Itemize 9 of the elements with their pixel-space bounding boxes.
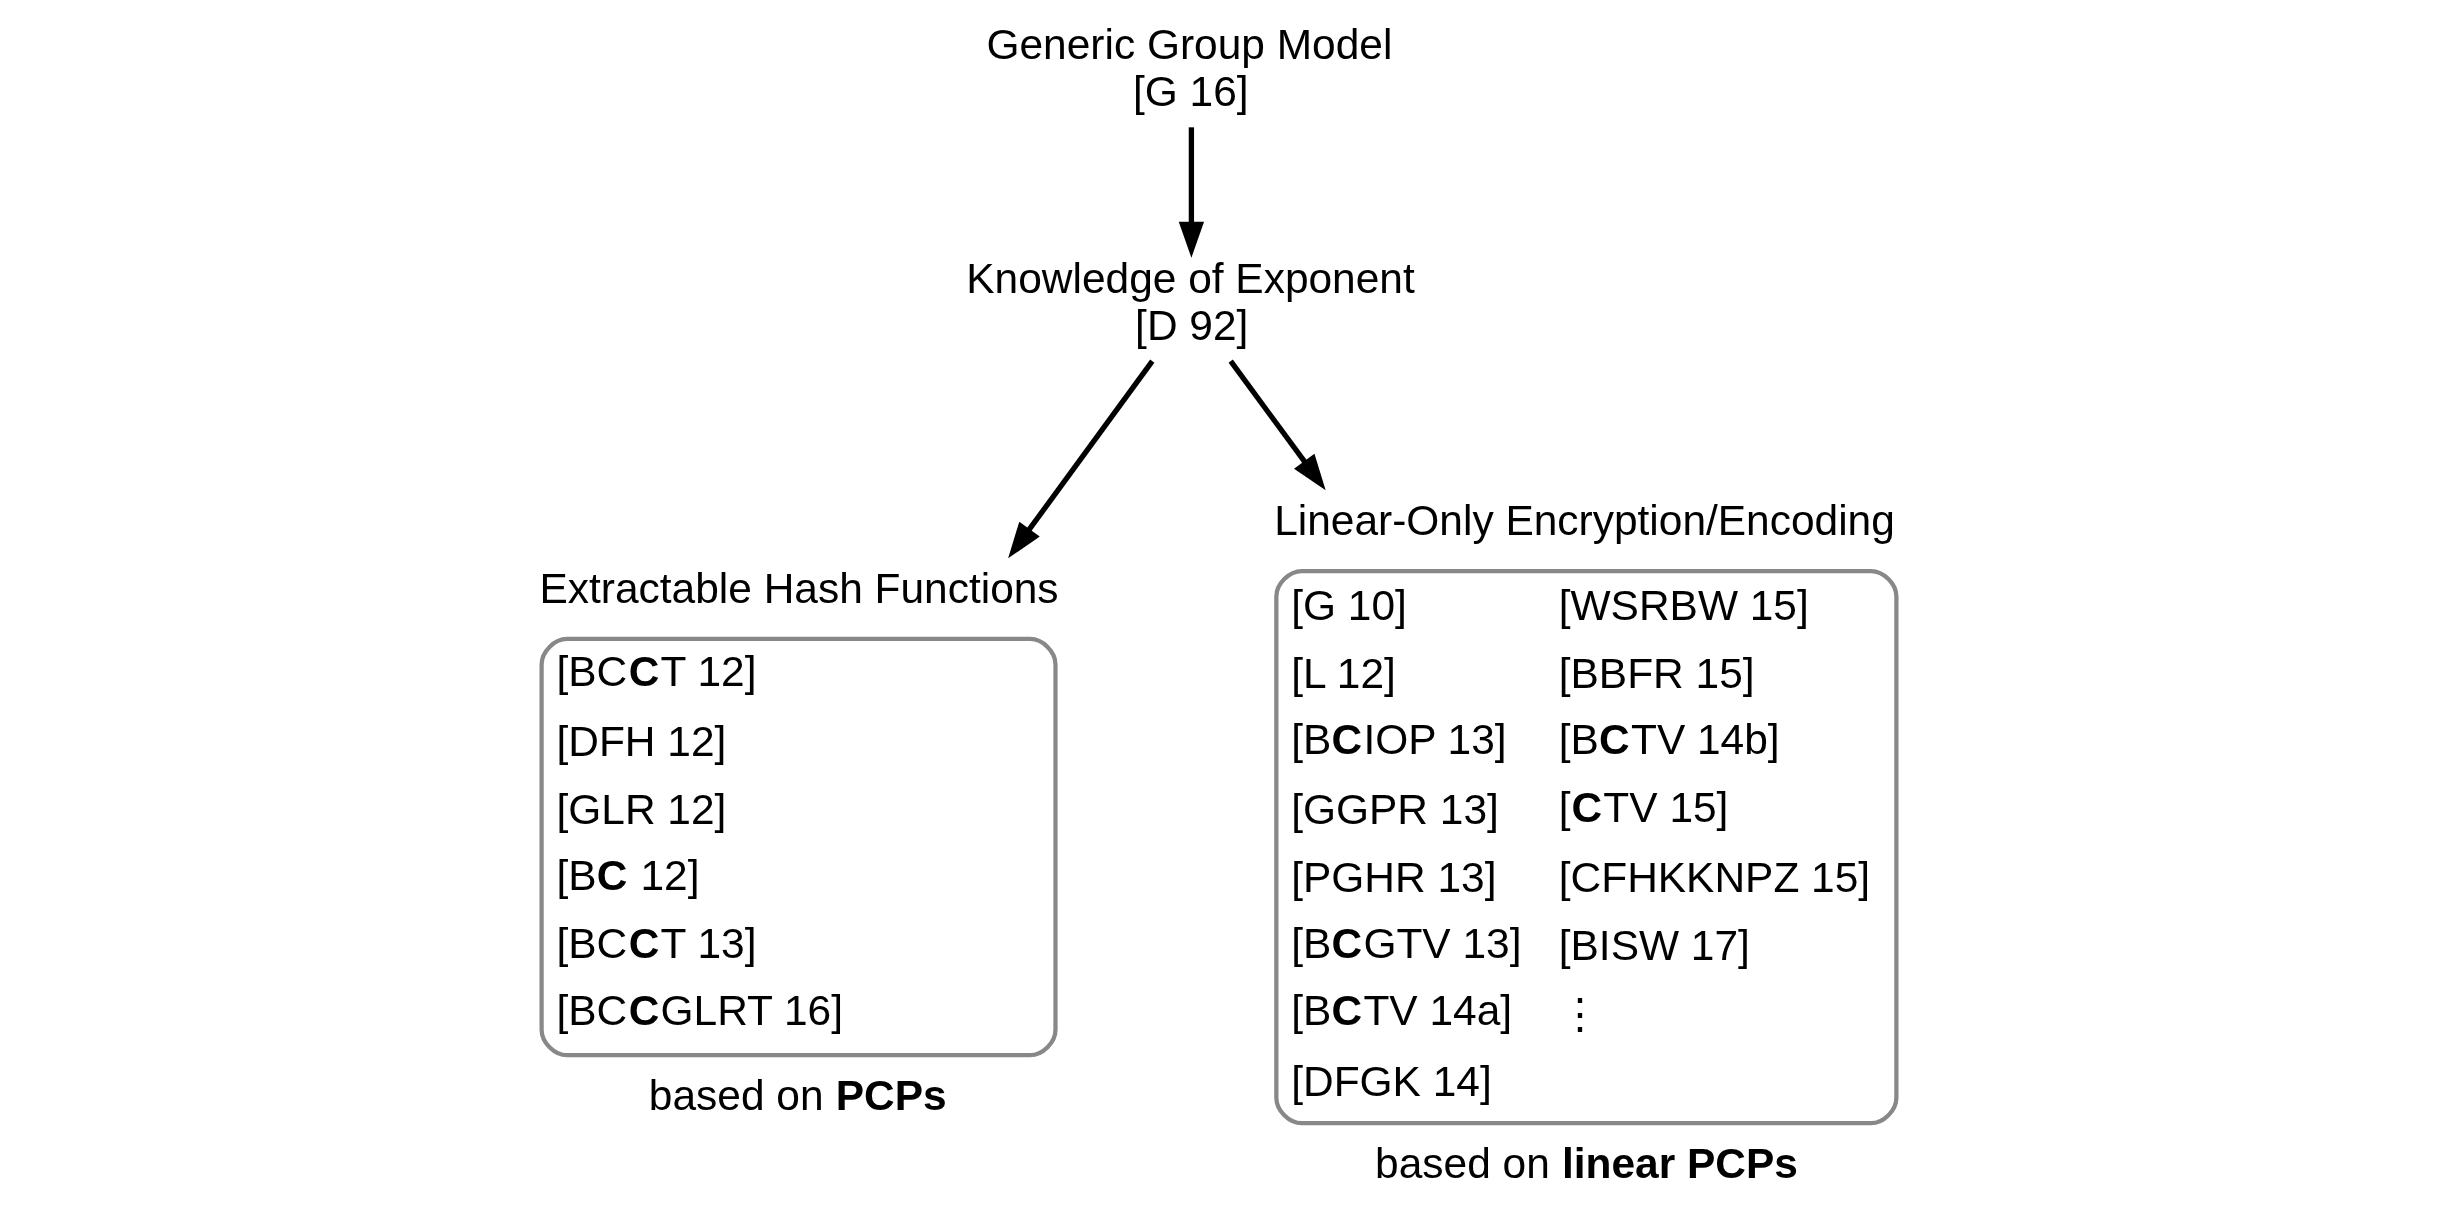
node-label: Linear-Only Encryption/Encoding <box>1273 496 1895 544</box>
node-label: based on PCPs <box>648 1072 947 1120</box>
arrow <box>1007 359 1154 559</box>
arrow <box>1228 359 1326 491</box>
arrow <box>1178 127 1204 258</box>
node-text: Knowledge of Exponent [D 92] <box>965 254 1415 349</box>
node-label: Extractable Hash Functions <box>538 564 1059 612</box>
node-text: Generic Group Model [G 16] <box>985 21 1392 115</box>
node-label: based on linear PCPs <box>1374 1140 1798 1188</box>
